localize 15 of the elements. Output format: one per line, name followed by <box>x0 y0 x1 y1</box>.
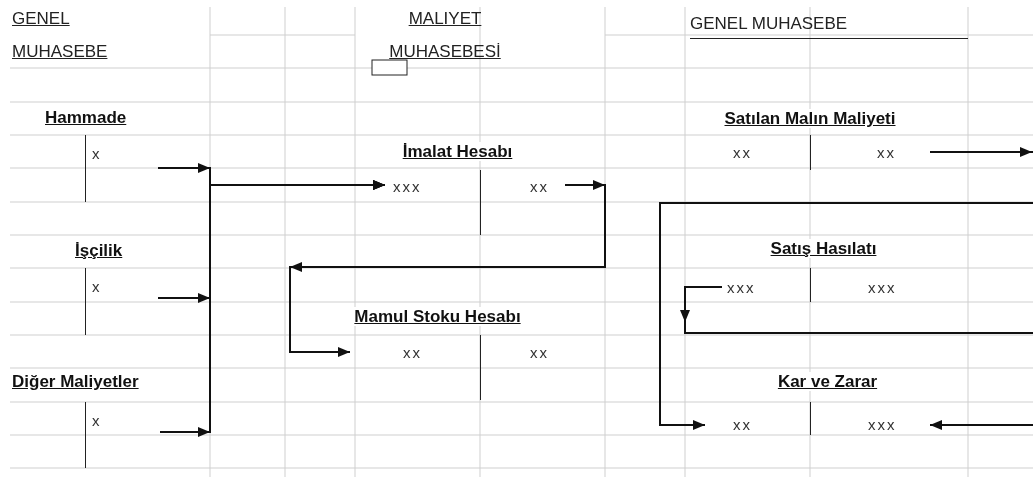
account-title: Satılan Malın Maliyeti <box>724 109 896 128</box>
connector-arrow <box>680 286 1033 430</box>
account-title: Kar ve Zarar <box>777 372 878 391</box>
section-heading: GENEL MUHASEBE <box>12 8 109 63</box>
account-title: İmalat Hesabı <box>402 142 513 161</box>
account-title: İşçilik <box>75 241 123 261</box>
section-heading: GENEL MUHASEBE <box>690 10 968 39</box>
connector-arrow <box>159 180 386 437</box>
connector-arrow <box>659 147 1033 430</box>
account-title: Diğer Maliyetler <box>12 372 139 392</box>
account-title: Satış Hasılatı <box>770 239 877 258</box>
account-title: Hammade <box>45 108 127 128</box>
section-heading: MALIYET MUHASEBESİ <box>388 8 502 63</box>
account-title: Mamul Stoku Hesabı <box>354 307 521 326</box>
connector-arrow <box>289 180 606 357</box>
